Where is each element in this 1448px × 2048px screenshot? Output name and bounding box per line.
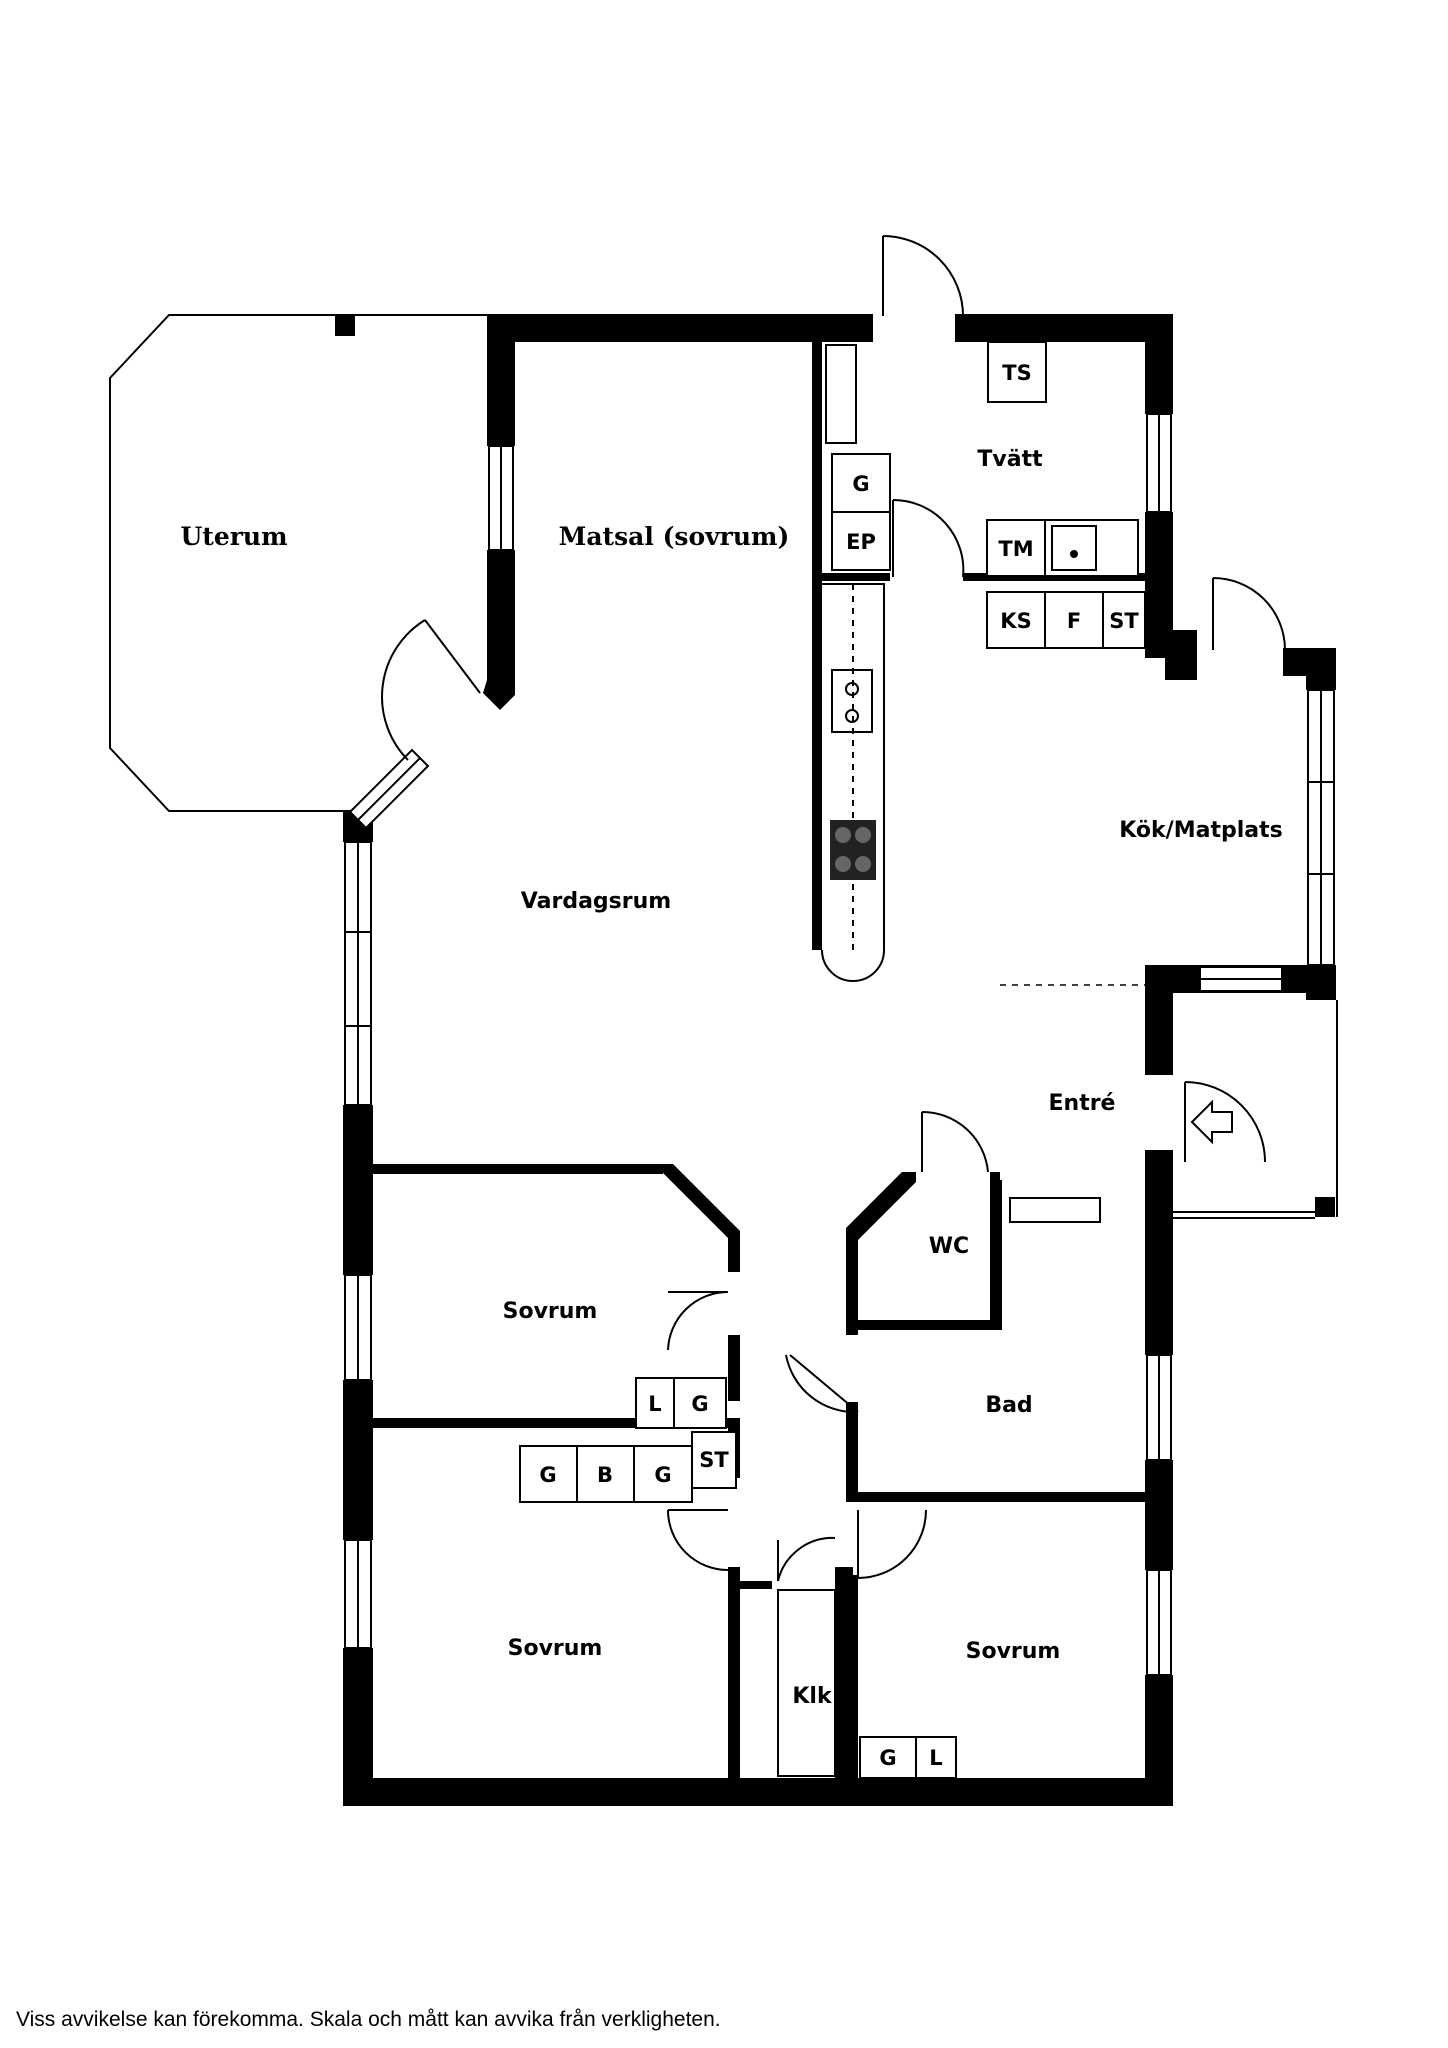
fixture-ks: KS — [1000, 609, 1031, 633]
entry-post — [1315, 1197, 1335, 1217]
room-vardagsrum: Vardagsrum — [521, 889, 671, 914]
fixture-g-bed3: G — [879, 1746, 896, 1770]
fixture-ep: EP — [846, 530, 876, 554]
fixture-g-bed2-a: G — [539, 1463, 556, 1487]
sunroom-post — [335, 316, 355, 336]
fixture-g-kitchen: G — [852, 472, 869, 496]
stove-icon — [830, 820, 876, 880]
fixture-ts: TS — [1002, 361, 1031, 385]
doors — [381, 235, 1338, 1582]
fixture-st-hall: ST — [699, 1448, 729, 1472]
room-sovrum-1: Sovrum — [503, 1299, 598, 1324]
fixture-l-bed1: L — [648, 1392, 661, 1416]
interior-walls — [373, 342, 1145, 1778]
room-klk: Klk — [792, 1684, 833, 1709]
fixture-l-bed3: L — [929, 1746, 942, 1770]
room-sovrum-3: Sovrum — [966, 1639, 1061, 1664]
room-uterum: Uterum — [180, 522, 287, 551]
fixture-g-bed2-b: G — [654, 1463, 671, 1487]
laundry-sink-icon — [1051, 525, 1097, 571]
fixture-f: F — [1067, 609, 1081, 633]
room-kok: Kök/Matplats — [1119, 818, 1282, 843]
fixture-st-kitchen: ST — [1109, 609, 1139, 633]
room-sovrum-2: Sovrum — [508, 1636, 603, 1661]
disclaimer-text: Viss avvikelse kan förekomma. Skala och … — [16, 2008, 721, 2031]
entry-arrow-icon — [1190, 1099, 1233, 1145]
laundry-cabinet — [825, 344, 857, 444]
sunroom-outline — [109, 314, 494, 812]
kitchen-counter — [821, 583, 885, 982]
room-entre: Entré — [1049, 1091, 1116, 1116]
fixture-g-bed1: G — [691, 1392, 708, 1416]
room-matsal: Matsal (sovrum) — [559, 522, 790, 551]
fixture-boxes — [519, 341, 1146, 1779]
room-tvatt: Tvätt — [977, 447, 1043, 472]
room-bad: Bad — [985, 1393, 1032, 1418]
windows — [344, 413, 1335, 1676]
room-wc: WC — [929, 1234, 969, 1259]
exterior-walls — [343, 314, 1336, 1806]
fixture-tm: TM — [998, 537, 1033, 561]
fixture-b-bed2: B — [597, 1463, 613, 1487]
